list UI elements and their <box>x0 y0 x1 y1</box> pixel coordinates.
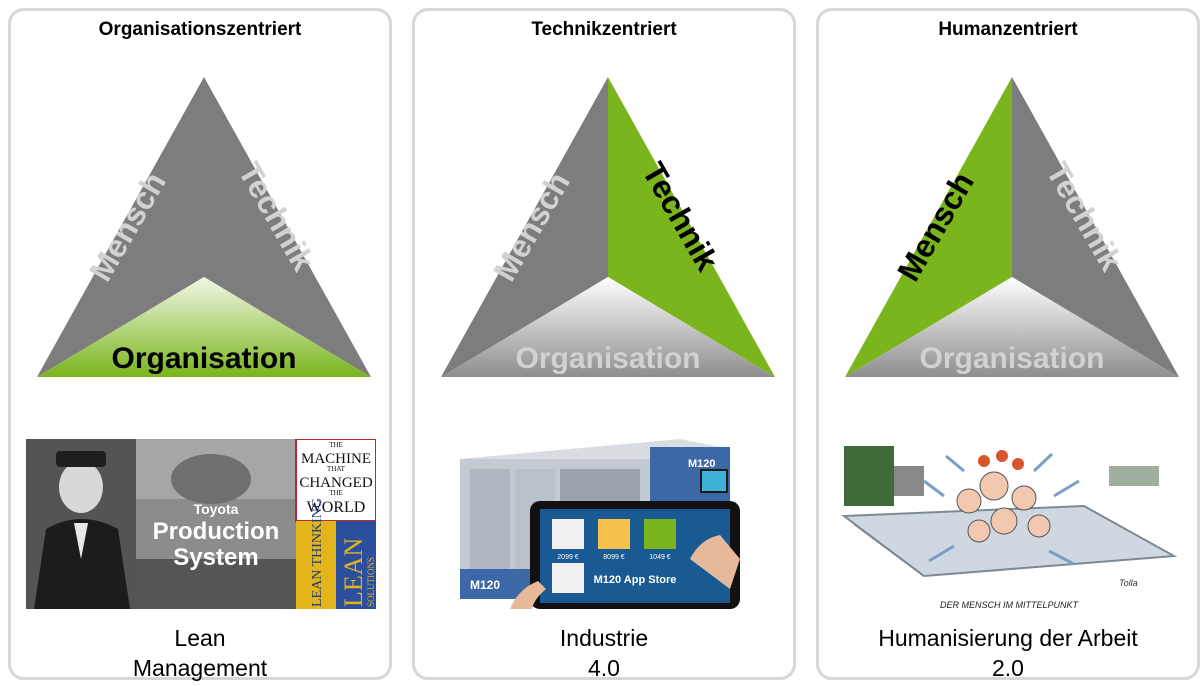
organisation-segment <box>441 277 775 377</box>
app-price: 1049 € <box>649 554 671 561</box>
book1-line: WORLD <box>307 499 366 516</box>
panel-caption: Industrie 4.0 <box>415 623 793 683</box>
cartoon-signature: Tolla <box>1119 578 1138 588</box>
book1-line: MACHINE <box>301 451 371 467</box>
panel-caption: Humanisierung der Arbeit 2.0 <box>819 623 1197 683</box>
machine-label-top: M120 <box>688 458 716 470</box>
human-cartoon-image: Tolla DER MENSCH IM MITTELPUNKT <box>841 446 1178 610</box>
organisation-segment <box>845 277 1179 377</box>
book1-line: THAT <box>327 465 346 473</box>
organisation-label: Organisation <box>515 342 700 375</box>
caption-line2: 2.0 <box>992 655 1024 681</box>
panel-technikzentriert: Technikzentriert Mensch Technik Organisa… <box>412 8 796 683</box>
photo-title-line2: Production <box>153 518 280 545</box>
app-price: 8099 € <box>603 554 625 561</box>
panel-title: Technikzentriert <box>531 19 677 40</box>
panel-title: Humanzentriert <box>938 19 1078 40</box>
app-price: 2099 € <box>557 554 579 561</box>
book2-left-title: LEAN THINKING <box>310 498 325 607</box>
caption-line1: Humanisierung der Arbeit <box>878 625 1138 651</box>
organisation-label: Organisation <box>919 342 1104 375</box>
book1-line: THE <box>329 489 343 497</box>
caption-line2: 4.0 <box>588 655 620 681</box>
book1-line: THE <box>329 441 343 449</box>
triangle-diagram: Mensch Technik Organisation <box>845 77 1179 377</box>
tablet-header: M120 App Store <box>594 574 677 586</box>
triangle-diagram: Mensch Technik Organisation <box>441 77 775 377</box>
caption-line2: Management <box>132 655 268 681</box>
caption-line1: Lean <box>174 625 226 651</box>
book2-right-subtitle: SOLUTIONS <box>366 557 376 607</box>
machine-label: M120 <box>470 578 500 592</box>
cartoon-caption: DER MENSCH IM MITTELPUNKT <box>940 600 1080 610</box>
lean-collage-image: Toyota Production System THE MACHINE THA… <box>26 439 376 609</box>
panel-organisationszentriert: Organisationszentriert Mensch Technik Or… <box>8 8 392 683</box>
triangle-diagram: Mensch Technik Organisation <box>37 77 371 377</box>
organisation-segment <box>37 277 371 377</box>
photo-title-line1: Toyota <box>194 501 239 517</box>
book1-line: CHANGED <box>299 475 372 491</box>
panel-caption: Lean Management <box>11 623 389 683</box>
industrie-machine-image: M120 M120 2099 € 8099 € 1049 € M120 App … <box>460 439 740 609</box>
book2-right-title: LEAN <box>339 537 368 607</box>
panel-title: Organisationszentriert <box>98 19 302 40</box>
organisation-label: Organisation <box>111 342 296 375</box>
panel-humanzentriert: Humanzentriert Mensch Technik Organisati… <box>816 8 1200 683</box>
photo-title-line3: System <box>173 544 258 571</box>
caption-line1: Industrie <box>559 625 649 651</box>
